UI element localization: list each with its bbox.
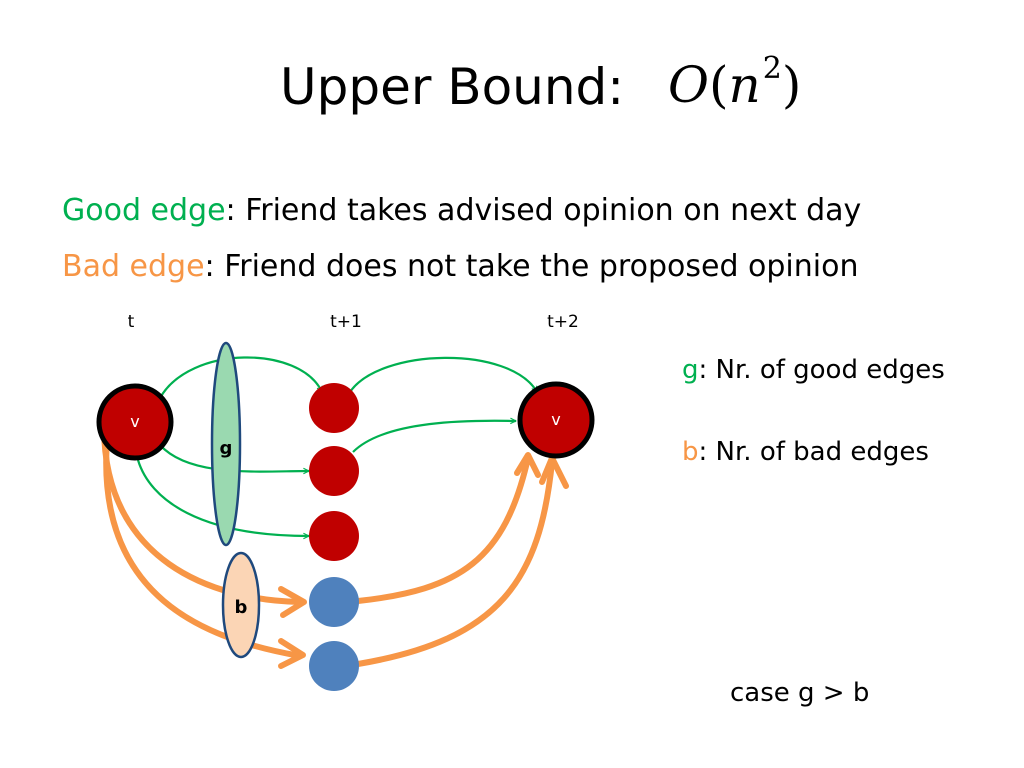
good-edge-v-to-red1 bbox=[159, 356, 323, 399]
source-node-v bbox=[96, 383, 174, 461]
legend-g-text: : Nr. of good edges bbox=[698, 355, 945, 385]
bad-edge-blue2-to-v2 bbox=[355, 459, 555, 667]
bad-arrowhead-4 bbox=[539, 455, 569, 489]
good-edge-definition: Good edge: Friend takes advised opinion … bbox=[62, 196, 861, 226]
complexity-formula: O(n2) bbox=[668, 54, 801, 110]
legend-good-edges: g: Nr. of good edges bbox=[682, 357, 945, 383]
bad-group-label: b bbox=[235, 597, 248, 618]
bad-edge-v-to-blue2 bbox=[103, 427, 303, 659]
time-label-t2: t+2 bbox=[547, 312, 579, 332]
good-edge-v-to-red3 bbox=[136, 459, 309, 536]
formula-close-paren: ) bbox=[781, 56, 802, 114]
good-group-label: g bbox=[220, 438, 233, 459]
formula-open-paren: ( bbox=[709, 56, 729, 114]
bad-edge-blue1-to-v2 bbox=[355, 455, 531, 604]
legend-b-key: b bbox=[682, 437, 699, 467]
legend-g-key: g bbox=[682, 355, 699, 385]
time-label-t: t bbox=[128, 312, 135, 332]
good-edge-red1-to-v2 bbox=[349, 356, 538, 392]
good-edges-group-ellipse bbox=[210, 341, 242, 547]
slide-title: Upper Bound: bbox=[280, 58, 625, 116]
bad-arrowhead-3 bbox=[514, 452, 541, 478]
bad-arrowhead-1 bbox=[278, 586, 307, 618]
bad-edge-term: Bad edge bbox=[62, 249, 205, 284]
target-node-label: v bbox=[551, 410, 560, 429]
good-edge-term: Good edge bbox=[62, 193, 226, 228]
bad-edge-text: : Friend does not take the proposed opin… bbox=[204, 249, 859, 284]
source-node-label: v bbox=[130, 412, 139, 431]
legend-bad-edges: b: Nr. of bad edges bbox=[682, 439, 929, 465]
bad-edges-group-ellipse bbox=[221, 551, 261, 659]
good-neighbor-node-3 bbox=[309, 511, 359, 561]
bad-neighbor-node-1 bbox=[309, 577, 359, 627]
formula-variable: n bbox=[728, 56, 761, 114]
time-label-t1: t+1 bbox=[330, 312, 362, 332]
target-node-v bbox=[517, 381, 595, 459]
good-neighbor-node-2 bbox=[309, 446, 359, 496]
bad-edge-v-to-blue1 bbox=[101, 427, 303, 605]
good-edge-text: : Friend takes advised opinion on next d… bbox=[225, 193, 862, 228]
bad-neighbor-node-2 bbox=[309, 641, 359, 691]
legend-b-text: : Nr. of bad edges bbox=[698, 437, 929, 467]
formula-exponent: 2 bbox=[762, 51, 782, 87]
bad-arrowhead-2 bbox=[278, 638, 306, 669]
formula-symbol: O bbox=[668, 56, 709, 114]
good-neighbor-node-1 bbox=[309, 383, 359, 433]
good-edge-red2-to-v2 bbox=[352, 421, 516, 453]
case-note: case g > b bbox=[730, 678, 870, 708]
bad-edge-definition: Bad edge: Friend does not take the propo… bbox=[62, 252, 858, 282]
